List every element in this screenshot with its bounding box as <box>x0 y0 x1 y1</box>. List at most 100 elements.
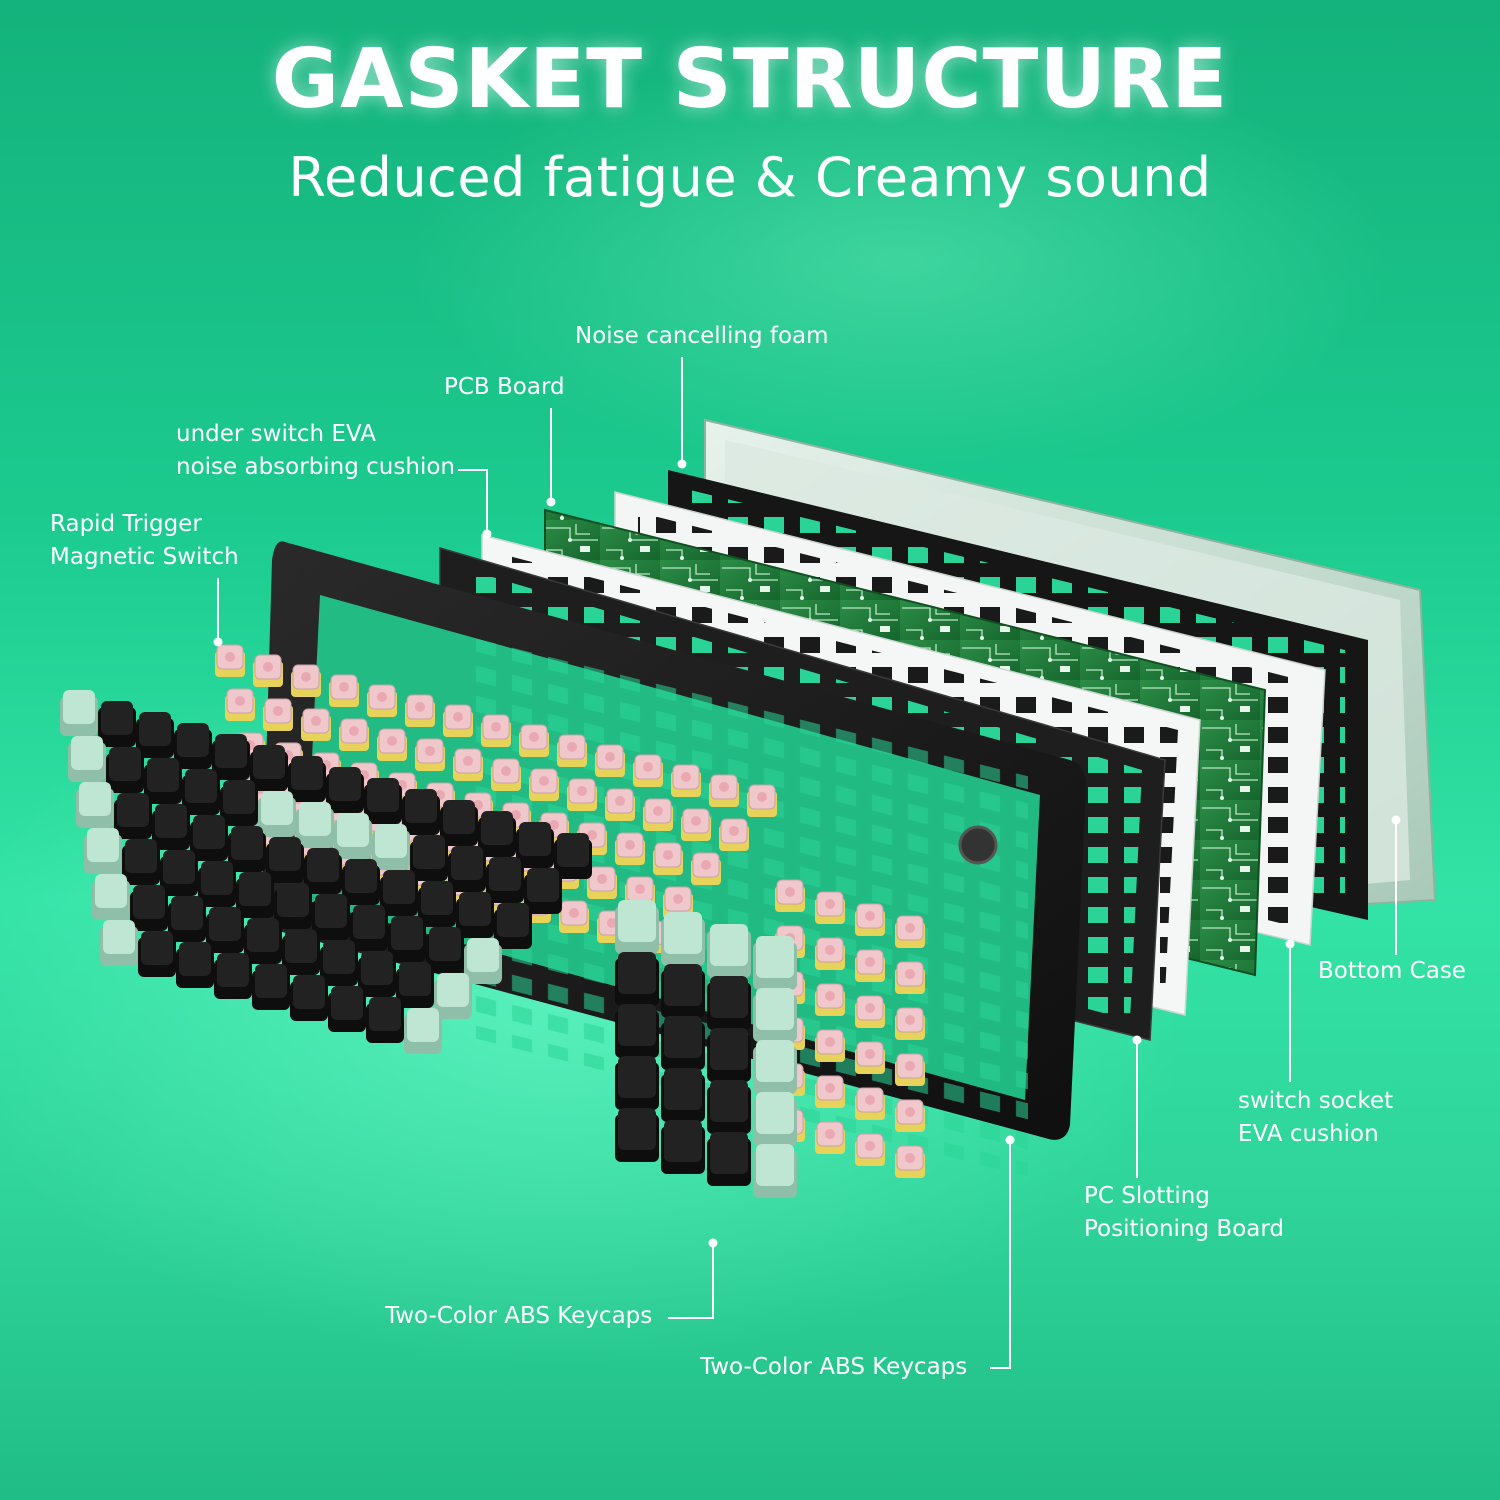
magnetic-switch <box>633 754 663 787</box>
headline-subtitle: Reduced fatigue & Creamy sound <box>288 146 1212 209</box>
leader-keycaps-right <box>990 1142 1011 1369</box>
magnetic-switch <box>775 879 805 912</box>
magnetic-switch <box>415 738 445 771</box>
keycap <box>440 800 478 846</box>
keycap <box>290 975 328 1021</box>
leader-under-eva <box>458 469 488 532</box>
magnetic-switch <box>855 949 885 982</box>
magnetic-switch <box>671 764 701 797</box>
magnetic-switch <box>559 900 589 933</box>
magnetic-switch <box>443 704 473 737</box>
magnetic-switch <box>453 748 483 781</box>
magnetic-switch <box>215 644 245 677</box>
keycap <box>266 837 304 883</box>
keycap <box>448 846 486 892</box>
magnetic-switch <box>567 778 597 811</box>
keycap <box>380 870 418 916</box>
keycap <box>350 905 388 951</box>
keycap <box>426 927 464 973</box>
magnetic-switch <box>855 903 885 936</box>
keycap <box>456 892 494 938</box>
magnetic-switch <box>719 818 749 851</box>
keycap <box>326 767 364 813</box>
magnetic-switch <box>481 714 511 747</box>
magnetic-switch <box>605 788 635 821</box>
keycap <box>174 723 212 769</box>
keycap <box>288 756 326 802</box>
label-pc-positioning-board: PC Slotting Positioning Board <box>1084 1180 1284 1246</box>
keycap <box>144 758 182 804</box>
magnetic-switch <box>815 891 845 924</box>
magnetic-switch <box>815 983 845 1016</box>
keycap <box>402 789 440 835</box>
keycap <box>228 826 266 872</box>
magnetic-switch <box>855 1133 885 1166</box>
keycap <box>615 1056 659 1110</box>
magnetic-switch <box>855 1087 885 1120</box>
magnetic-switch <box>367 684 397 717</box>
keycap <box>486 857 524 903</box>
keycap <box>206 907 244 953</box>
label-under-switch-eva-line2: noise absorbing cushion <box>176 454 455 480</box>
keycap <box>136 712 174 758</box>
label-magnetic-switch: Rapid Trigger Magnetic Switch <box>50 508 239 574</box>
keycap <box>554 833 592 879</box>
keycap <box>707 1132 751 1186</box>
keycap <box>138 931 176 977</box>
keycap <box>478 811 516 857</box>
keycap <box>296 802 334 848</box>
keycap <box>152 804 190 850</box>
keycap <box>661 1120 705 1174</box>
keycap <box>615 1108 659 1162</box>
keycap <box>190 815 228 861</box>
magnetic-switch <box>519 724 549 757</box>
keycap <box>494 903 532 949</box>
magnetic-switch <box>709 774 739 807</box>
magnetic-switch <box>291 664 321 697</box>
label-bottom-case: Bottom Case <box>1318 958 1466 984</box>
keycap <box>615 900 659 954</box>
label-socket-eva-line2: EVA cushion <box>1238 1121 1379 1147</box>
keycap <box>328 986 366 1032</box>
keycap <box>236 872 274 918</box>
keycap <box>250 745 288 791</box>
keycap <box>615 1004 659 1058</box>
keycap <box>98 701 136 747</box>
keycap <box>707 924 751 978</box>
keycap <box>707 1028 751 1082</box>
magnetic-switch <box>855 995 885 1028</box>
magnetic-switch <box>253 654 283 687</box>
keycap <box>274 883 312 929</box>
magnetic-switch <box>653 842 683 875</box>
keycap <box>114 793 152 839</box>
keycap <box>220 780 258 826</box>
keycap <box>214 953 252 999</box>
keycap <box>661 1016 705 1070</box>
keycap <box>304 848 342 894</box>
keycap <box>661 1068 705 1122</box>
label-pcb-board: PCB Board <box>444 374 565 400</box>
keycap <box>388 916 426 962</box>
keycap <box>312 894 350 940</box>
keycap-set <box>60 690 797 1198</box>
keycap <box>661 964 705 1018</box>
magnetic-switch <box>377 728 407 761</box>
leader-keycaps-left <box>668 1245 714 1319</box>
keycap <box>753 936 797 990</box>
keycap <box>212 734 250 780</box>
keycap <box>282 929 320 975</box>
label-socket-eva: switch socket EVA cushion <box>1238 1085 1393 1151</box>
keycap <box>753 988 797 1042</box>
magnetic-switch <box>681 808 711 841</box>
magnetic-switch <box>895 1099 925 1132</box>
magnetic-switch <box>529 768 559 801</box>
magnetic-switch <box>855 1041 885 1074</box>
label-under-switch-eva: under switch EVA noise absorbing cushion <box>176 418 455 484</box>
keycap <box>524 868 562 914</box>
keycap <box>84 828 122 874</box>
magnetic-switch <box>815 1029 845 1062</box>
keycap <box>396 962 434 1008</box>
magnetic-switch <box>405 694 435 727</box>
magnetic-switch <box>895 1145 925 1178</box>
